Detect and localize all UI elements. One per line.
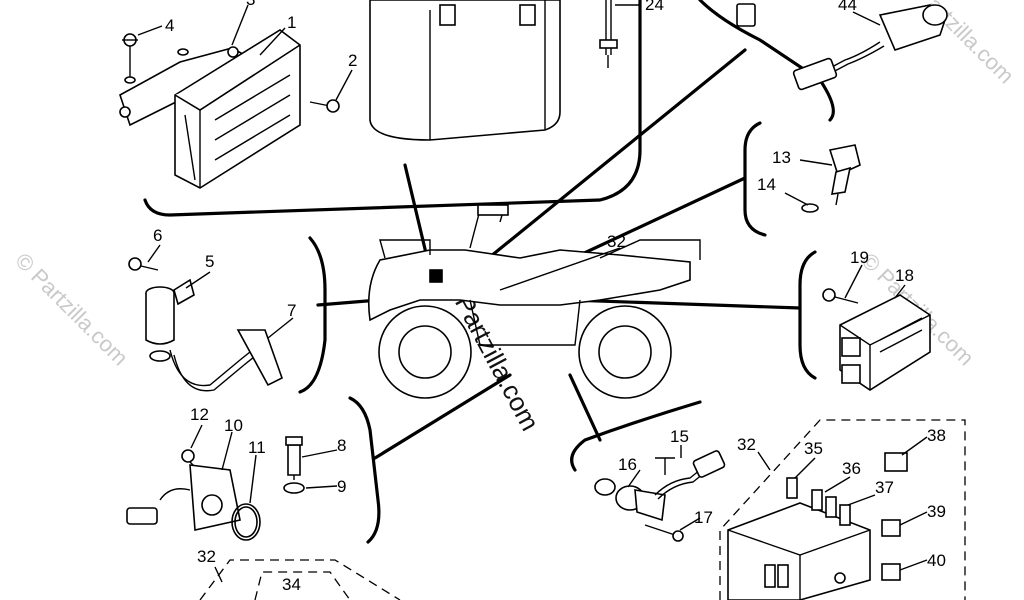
bolt-part-24 <box>599 0 640 68</box>
left-mid-group-bracket <box>298 236 327 394</box>
lower-right-group-bracket <box>570 400 702 472</box>
fuse-box-outline <box>719 419 966 600</box>
callout-17: 17 <box>694 508 713 527</box>
atv-outline <box>367 204 701 399</box>
callout-7: 7 <box>287 301 296 320</box>
bolt-part-4 <box>122 33 138 78</box>
callout-5: 5 <box>205 252 214 271</box>
lower-left-group-bracket <box>348 396 381 544</box>
callout-36: 36 <box>842 459 861 478</box>
o-ring-part-11 <box>231 503 261 541</box>
ecu-part <box>119 29 301 189</box>
main-switch-part <box>594 450 726 522</box>
watermark-left: © Partzilla.com <box>10 248 133 371</box>
fuse-part-36 <box>811 489 837 518</box>
right-upper-group-bracket <box>743 121 767 237</box>
fuse-part-37 <box>839 504 851 526</box>
callout-12: 12 <box>190 405 209 424</box>
relay-connector-part <box>736 3 948 91</box>
callout-44: 44 <box>838 0 857 14</box>
callout-32-atv: 32 <box>607 232 626 251</box>
leader-line-relay <box>478 48 747 267</box>
temperature-sensor-part <box>801 144 861 213</box>
callout-13: 13 <box>772 148 791 167</box>
neutral-switch-part <box>126 464 241 531</box>
callout-6: 6 <box>153 226 162 245</box>
rectifier-regulator-part <box>839 294 931 391</box>
callout-32-lower-left: 32 <box>197 547 216 566</box>
bolt-part-12 <box>181 449 199 471</box>
oil-pressure-sensor-part <box>285 436 303 480</box>
leader-line-rectifier <box>568 298 802 310</box>
washer-part-4 <box>124 48 189 84</box>
callout-9: 9 <box>337 477 346 496</box>
leader-line-main-switch <box>568 373 602 442</box>
callout-3: 3 <box>246 0 255 9</box>
relay-part-40 <box>881 563 901 581</box>
fuse-box-part <box>727 502 871 600</box>
callout-34: 34 <box>282 575 301 594</box>
screw-part-2 <box>309 99 340 113</box>
top-right-group-bracket <box>698 0 835 122</box>
callout-14: 14 <box>757 175 776 194</box>
callout-39: 39 <box>927 502 946 521</box>
leader-line-sensor <box>578 176 747 257</box>
bolt-part-6 <box>128 257 159 271</box>
relay-part-39 <box>881 519 901 537</box>
callout-24: 24 <box>645 0 664 14</box>
callout-4: 4 <box>165 16 174 35</box>
fuse-part-35 <box>786 477 798 499</box>
callout-10: 10 <box>224 416 243 435</box>
battery-part <box>369 0 561 141</box>
callout-15: 15 <box>670 427 689 446</box>
callout-16: 16 <box>618 455 637 474</box>
screw-part-17 <box>644 524 684 542</box>
watermark-left-text: © Partzilla.com <box>10 248 133 371</box>
callout-leader-lines <box>137 4 928 583</box>
callout-19: 19 <box>850 248 869 267</box>
bolt-part-19 <box>822 288 859 304</box>
right-mid-group-bracket <box>798 250 817 380</box>
callout-labels: 1 2 3 4 5 6 7 8 9 10 11 12 13 14 15 16 1… <box>153 0 946 594</box>
callout-11: 11 <box>248 438 266 457</box>
callout-37: 37 <box>875 478 894 497</box>
lower-left-box-outline <box>199 559 401 600</box>
callout-2: 2 <box>348 51 357 70</box>
callout-8: 8 <box>337 436 346 455</box>
ignition-coil-part <box>145 278 283 392</box>
washer-part-9 <box>283 482 305 494</box>
callout-18: 18 <box>895 266 914 285</box>
callout-38: 38 <box>927 426 946 445</box>
callout-32-fuse-box: 32 <box>737 435 756 454</box>
relay-part-38 <box>884 452 908 472</box>
leader-line-switch <box>373 373 512 460</box>
callout-1: 1 <box>287 13 296 32</box>
callout-40: 40 <box>927 551 946 570</box>
callout-35: 35 <box>804 439 823 458</box>
top-left-group-bracket <box>143 0 642 217</box>
